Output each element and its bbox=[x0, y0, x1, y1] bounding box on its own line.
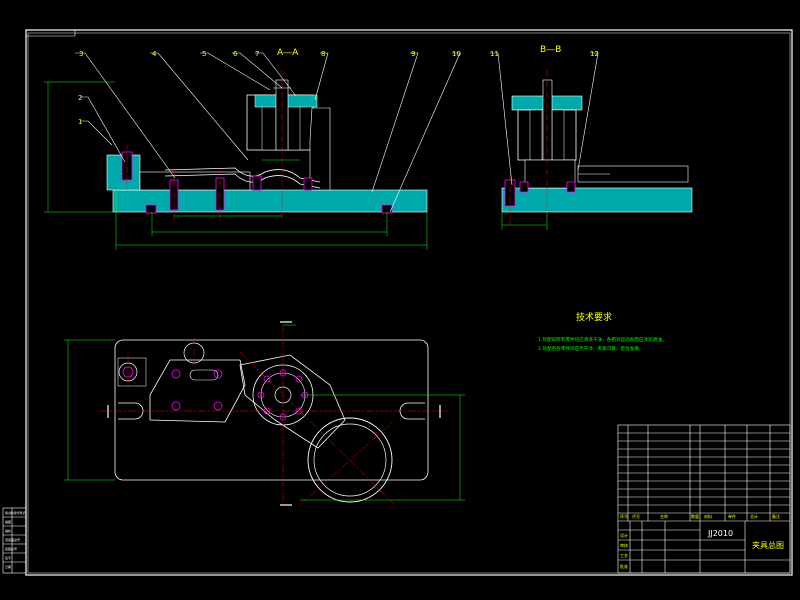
part-label-10: 10 bbox=[452, 50, 461, 58]
part-label-4: 4 bbox=[152, 50, 157, 58]
side-registration-strip bbox=[2, 507, 27, 574]
bom-header-code: 代号 bbox=[632, 513, 640, 519]
sign-row-approve: 批准 bbox=[620, 563, 628, 569]
bom-header-material: 材料 bbox=[704, 513, 712, 519]
bom-header-name: 名称 bbox=[660, 513, 668, 519]
part-label-1: 1 bbox=[78, 118, 82, 126]
bom-header-no: 序号 bbox=[620, 513, 628, 519]
tech-req-line-1: 1.装配前所有零件均应清洗干净，各相对运动表面应涂润滑油。 bbox=[538, 336, 666, 343]
drawing-code: JJ2010 bbox=[707, 529, 733, 538]
side-label-base-no: 底图总号 bbox=[5, 546, 17, 551]
sign-row-review: 审核 bbox=[620, 542, 628, 548]
section-cut-markers bbox=[107, 321, 441, 506]
tech-req-line-2: 2.装配后各零件间应无干涉，夹紧可靠，定位准确。 bbox=[538, 345, 643, 352]
part-label-7: 7 bbox=[255, 50, 259, 58]
part-label-8: 8 bbox=[321, 50, 325, 58]
section-a-view bbox=[106, 70, 428, 225]
section-b-title: B—B bbox=[540, 45, 561, 55]
section-a-part-labels: 1 2 3 4 5 6 7 8 9 10 A—A bbox=[78, 48, 461, 126]
part-label-11: 11 bbox=[490, 50, 499, 58]
side-label-date: 日期 bbox=[5, 564, 11, 569]
sign-row-process: 工艺 bbox=[620, 553, 628, 558]
drawing-name: 夹具总图 bbox=[752, 540, 784, 550]
side-label-register: 借(通)用件登记 bbox=[5, 510, 25, 515]
technical-requirements: 技术要求 1.装配前所有零件均应清洗干净，各相对运动表面应涂润滑油。 2.装配后… bbox=[538, 311, 666, 352]
section-b-dimensions bbox=[501, 212, 548, 230]
side-label-trace: 描图 bbox=[5, 519, 11, 524]
drawing-border bbox=[25, 29, 793, 576]
sign-row-design: 设计 bbox=[620, 532, 628, 538]
side-strip-text: 借(通)用件登记 描图 描校 旧底图总号 底图总号 签字 日期 bbox=[5, 510, 25, 569]
section-a-leaders bbox=[75, 52, 461, 213]
bom-header-unit: 单件 bbox=[728, 513, 736, 519]
plan-view bbox=[100, 325, 450, 506]
title-block bbox=[617, 424, 791, 574]
part-label-9: 9 bbox=[411, 50, 415, 58]
part-label-3: 3 bbox=[79, 50, 83, 58]
tech-req-title: 技术要求 bbox=[576, 311, 612, 323]
bom-header-total: 总计 bbox=[750, 513, 758, 519]
section-a-title: A—A bbox=[277, 48, 299, 58]
part-label-12: 12 bbox=[590, 50, 599, 58]
section-b-leaders bbox=[490, 52, 599, 186]
part-label-6: 6 bbox=[233, 50, 238, 58]
section-a-dimensions bbox=[44, 81, 428, 250]
side-label-old-no: 旧底图总号 bbox=[5, 537, 20, 542]
plan-view-dimensions bbox=[64, 324, 465, 501]
bom-header-qty: 数量 bbox=[691, 513, 699, 519]
part-label-5: 5 bbox=[202, 50, 206, 58]
part-label-2: 2 bbox=[78, 94, 82, 102]
bom-header-remark: 备注 bbox=[772, 513, 780, 519]
side-label-sign: 签字 bbox=[5, 555, 11, 560]
section-b-part-labels: 11 12 B—B bbox=[490, 45, 599, 58]
title-block-text: 序号 代号 名称 数量 材料 单件 总计 备注 JJ2010 夹具总图 设计 审… bbox=[620, 513, 784, 569]
side-label-check: 描校 bbox=[5, 528, 11, 533]
section-b-view bbox=[501, 70, 693, 225]
